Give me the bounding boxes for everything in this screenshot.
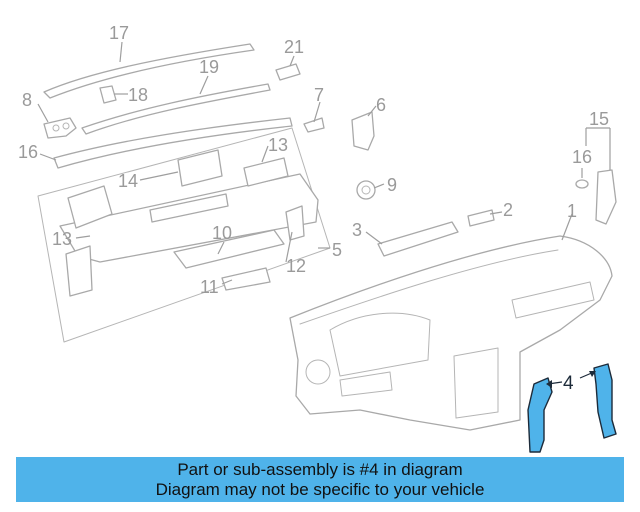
callout-17: 16 [18,142,38,162]
part-18-trim-strip [43,43,255,99]
callout-2: 2 [503,200,513,220]
part-9-grommet [356,180,376,200]
callout-14: 14 [118,171,138,191]
part-20-molding [81,83,271,135]
callout-9: 9 [387,175,397,195]
parts-diagram: 17 19 21 18 8 16 7 6 9 13 14 13 10 11 12… [18,23,617,453]
part-4-bracket-left [527,377,553,453]
callout-4-leaders [546,371,596,388]
part-1-instrument-panel [289,235,613,431]
callout-6: 6 [376,95,386,115]
part-8-bracket [43,117,77,139]
part-2-bracket [467,209,495,227]
callout-8: 8 [22,90,32,110]
part-4-bracket-right [593,363,617,439]
part-3-bracket [377,221,459,257]
callout-15: 15 [589,109,609,129]
callout-leaders [37,41,611,285]
info-banner: Part or sub-assembly is #4 in diagram Di… [16,457,624,502]
callout-10: 10 [212,223,232,243]
callout-13-lower: 13 [52,229,72,249]
callout-3: 3 [352,220,362,240]
part-21-cover [275,63,301,81]
part-11-bracket [221,267,271,291]
callout-11: 11 [200,277,219,297]
part-5-duct-assembly [59,149,319,297]
callout-19: 18 [128,85,148,105]
part-16-cap [575,179,589,189]
callout-4: 4 [563,373,574,394]
callout-20: 19 [199,57,219,77]
part-6-bracket [351,111,375,151]
banner-line-1: Part or sub-assembly is #4 in diagram [177,459,463,479]
part-17-defroster-duct [53,117,293,169]
callout-16: 16 [572,147,592,167]
banner-line-2: Diagram may not be specific to your vehi… [155,479,485,499]
part-15-side-cover [595,169,617,225]
callout-13-upper: 13 [268,135,288,155]
part-7-bracket [303,117,325,133]
callout-12: 12 [286,256,306,276]
part-19-clip [99,85,117,104]
callout-5: 5 [332,240,342,260]
callout-7: 7 [314,85,324,105]
callout-21: 21 [284,37,304,57]
callout-18: 17 [109,23,129,43]
callout-1: 1 [567,201,577,221]
